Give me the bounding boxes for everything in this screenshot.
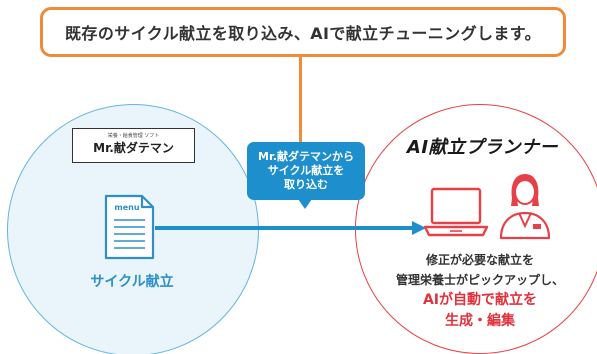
software-subtitle: 栄養・給食管理 ソフト xyxy=(107,133,160,139)
software-name: Mr.献ダテマン xyxy=(93,141,174,155)
ai-highlight-line2: 生成・編集 xyxy=(445,313,515,329)
laptop-icon xyxy=(423,187,489,237)
ai-planner-title: AI献立プランナー xyxy=(406,137,559,158)
ai-description-line1: 修正が必要な献立を xyxy=(425,253,534,267)
orange-connector-line xyxy=(299,57,302,142)
callout-box: 既存のサイクル献立を取り込み、AIで献立チューニングします。 xyxy=(40,7,566,57)
import-bubble-tail xyxy=(298,199,312,209)
nutritionist-icon xyxy=(499,174,551,240)
import-bubble: Mr.献ダテマンから サイクル献立を 取り込む xyxy=(247,142,365,200)
callout-text: 既存のサイクル献立を取り込み、AIで献立チューニングします。 xyxy=(65,24,541,43)
ai-highlight-line1: AIが自動で献立を xyxy=(422,292,538,308)
flow-arrow xyxy=(155,221,426,235)
ai-description-line2: 管理栄養士がピックアップし、 xyxy=(395,273,564,287)
document-label: menu xyxy=(114,203,139,212)
cycle-menu-label: サイクル献立 xyxy=(90,274,174,290)
ai-description: 修正が必要な献立を 管理栄養士がピックアップし、 AIが自動で献立を 生成・編集 xyxy=(365,250,595,332)
menu-document-icon: menu xyxy=(104,194,155,260)
import-bubble-text: Mr.献ダテマンから サイクル献立を 取り込む xyxy=(258,150,354,191)
software-label-box: 栄養・給食管理 ソフト Mr.献ダテマン xyxy=(72,128,195,163)
